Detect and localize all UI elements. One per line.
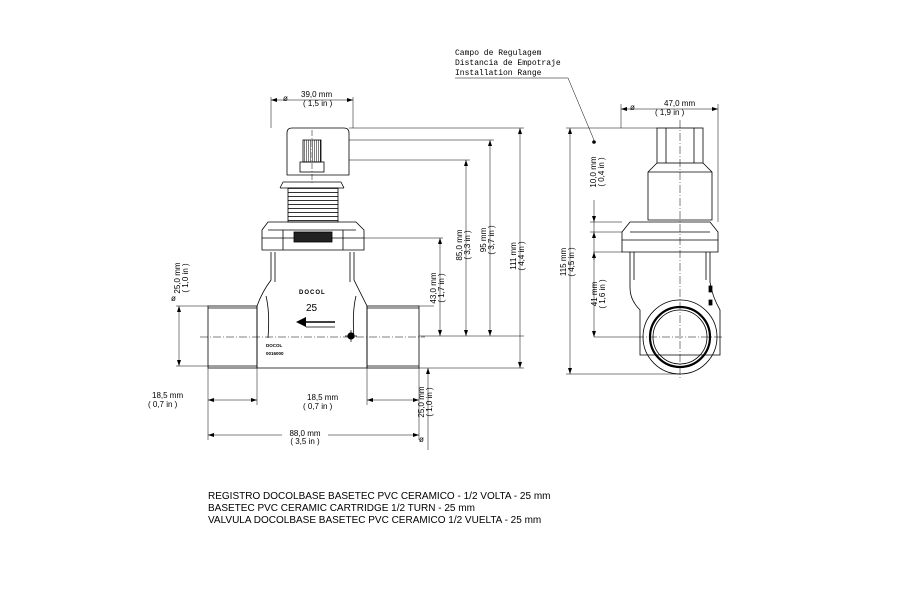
side-nut [621, 221, 719, 253]
dim-43-in: ( 1,7 in ) [437, 273, 446, 303]
size-mark: 25 [306, 303, 318, 314]
side-dim-10-in: ( 0,4 in ) [597, 157, 606, 187]
small-code-mark: 0016000 [266, 351, 284, 356]
flow-arrow-icon [296, 317, 335, 328]
side-dim-10: 10,0 mm [589, 156, 598, 187]
dim-111-in: ( 4,4 in ) [517, 241, 526, 271]
dim-top-diameter: 39,0 mm [301, 90, 332, 99]
callout-line-3: Installation Range [455, 69, 542, 78]
dim-width: 88,0 mm [289, 429, 320, 438]
side-view [621, 120, 724, 380]
dim-111: 111 mm [509, 242, 518, 270]
dim-85-in: ( 3,3 in ) [463, 230, 472, 260]
diameter-symbol-bottom: ø [419, 435, 424, 444]
front-view [200, 127, 425, 369]
dim-left-socket: 18,5 mm [152, 391, 183, 400]
brand-mark: DOCOL [299, 290, 326, 296]
caption-line-3: VALVULA DOCOLBASE BASETEC PVC CERAMICO 1… [208, 515, 542, 526]
dim-right-socket: 18,5 mm [307, 393, 338, 402]
callout-line-2: Distancia de Empotraje [455, 59, 561, 68]
callout-line-1: Campo de Regulagem [455, 49, 542, 58]
caption-line-1: REGISTRO DOCOLBASE BASETEC PVC CERAMICO … [208, 491, 551, 502]
valve-cap [286, 127, 350, 176]
dim-bottom-diameter: 25,0 mm [417, 386, 426, 417]
dim-width-in: ( 3,5 in ) [290, 437, 320, 446]
side-dim-41: 41 mm [590, 281, 599, 306]
dim-95-in: ( 3,7 in ) [487, 225, 496, 255]
gear-logo-icon [345, 330, 357, 342]
side-dim-115-in: ( 4,5 in ) [567, 247, 576, 277]
valve-bonnet-thread [287, 187, 339, 223]
side-dim-41-in: ( 1,6 in ) [598, 279, 607, 309]
side-dimension-arrows [568, 107, 718, 374]
dim-top-diameter-in: ( 1,5 in ) [303, 99, 333, 108]
dim-left-socket-in: ( 0,7 in ) [148, 400, 178, 409]
side-diameter-symbol: ø [630, 103, 635, 112]
dim-85: 85,0 mm [455, 229, 464, 260]
dim-left-diameter-in: ( 1,0 in ) [181, 263, 190, 293]
valve-nut [261, 221, 365, 251]
dim-right-socket-in: ( 0,7 in ) [303, 402, 333, 411]
side-dim-top-diameter-in: ( 1,9 in ) [655, 108, 685, 117]
side-dimension-lines [566, 104, 719, 375]
product-caption: REGISTRO DOCOLBASE BASETEC PVC CERAMICO … [208, 491, 550, 527]
side-dim-top-diameter: 47,0 mm [664, 99, 695, 108]
dim-43: 43,0 mm [429, 272, 438, 303]
front-dimension-lines [176, 97, 524, 450]
side-dim-115: 115 mm [559, 248, 568, 277]
small-brand-mark: DOCOL [266, 343, 283, 348]
front-dimension-arrows [177, 98, 522, 437]
diameter-symbol-top: ø [283, 94, 288, 103]
dim-95: 95 mm [479, 227, 488, 252]
caption-line-2: BASETEC PVC CERAMIC CARTRIDGE 1/2 TURN -… [208, 503, 475, 514]
diameter-symbol-left: ø [171, 294, 176, 303]
dim-bottom-diameter-in: ( 1,0 in ) [425, 387, 434, 417]
dim-left-diameter: 25,0 mm [173, 262, 182, 293]
callout-leader [455, 77, 595, 141]
